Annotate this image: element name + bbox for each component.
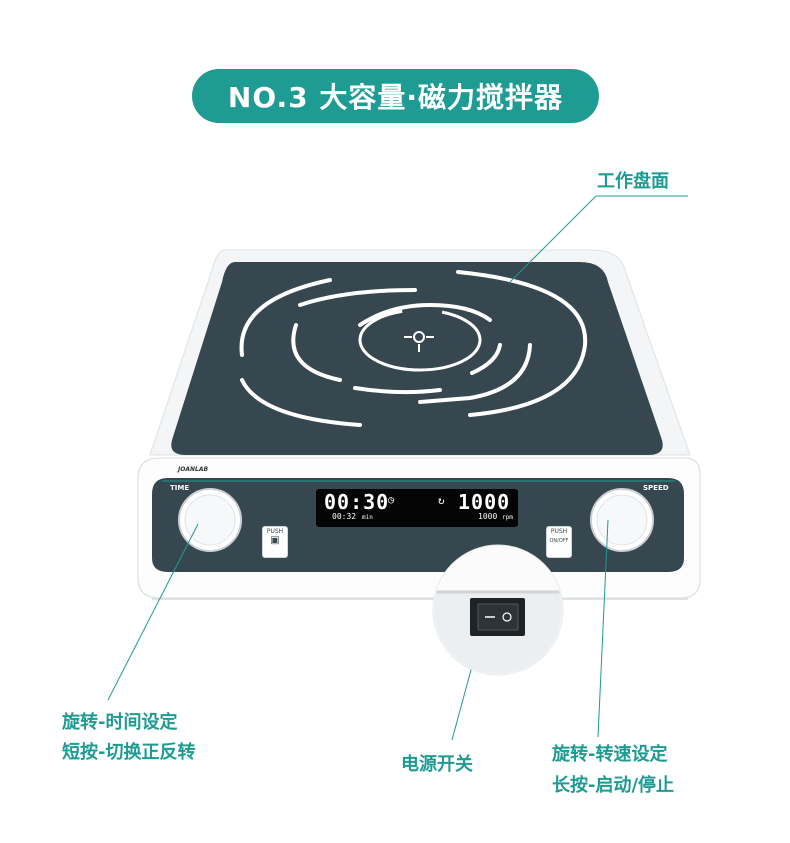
label-speed-knob-rotate: 旋转-转速设定 bbox=[552, 744, 668, 765]
speed-label: SPEED bbox=[643, 484, 669, 492]
work-plate bbox=[171, 262, 663, 455]
time-knob bbox=[178, 488, 242, 552]
label-power-switch: 电源开关 bbox=[401, 754, 473, 775]
lcd-display: 00:30 ◷ ↻ 1000 00:32 min 1000 rpm bbox=[316, 489, 518, 527]
page-title: NO.3 大容量·磁力搅拌器 bbox=[192, 69, 599, 123]
push-icon: ▣ bbox=[270, 535, 280, 546]
time-main-readout: 00:30 bbox=[324, 490, 390, 514]
onoff-label: ON/OFF bbox=[549, 538, 569, 544]
time-label: TIME bbox=[170, 484, 190, 492]
label-work-surface: 工作盘面 bbox=[597, 171, 669, 192]
label-speed-knob-press: 长按-启动/停止 bbox=[552, 775, 675, 796]
label-time-knob-press: 短按-切换正反转 bbox=[62, 742, 196, 763]
time-unit: min bbox=[362, 514, 373, 521]
time-push-button[interactable]: PUSH ▣ bbox=[262, 526, 288, 558]
speed-unit: rpm bbox=[502, 514, 513, 521]
speed-sub-readout: 1000 bbox=[478, 512, 498, 521]
push-label: PUSH bbox=[550, 528, 568, 535]
rotation-icon: ↻ bbox=[438, 494, 445, 507]
clock-icon: ◷ bbox=[388, 495, 395, 506]
time-sub-readout: 00:32 bbox=[332, 512, 357, 521]
speed-push-button[interactable]: PUSH ON/OFF bbox=[546, 526, 572, 558]
speed-knob bbox=[590, 488, 654, 552]
speed-main-readout: 1000 bbox=[458, 490, 511, 514]
brand-logo: JOANLAB bbox=[178, 466, 209, 473]
push-label: PUSH bbox=[266, 528, 284, 535]
label-time-knob-rotate: 旋转-时间设定 bbox=[62, 712, 178, 733]
